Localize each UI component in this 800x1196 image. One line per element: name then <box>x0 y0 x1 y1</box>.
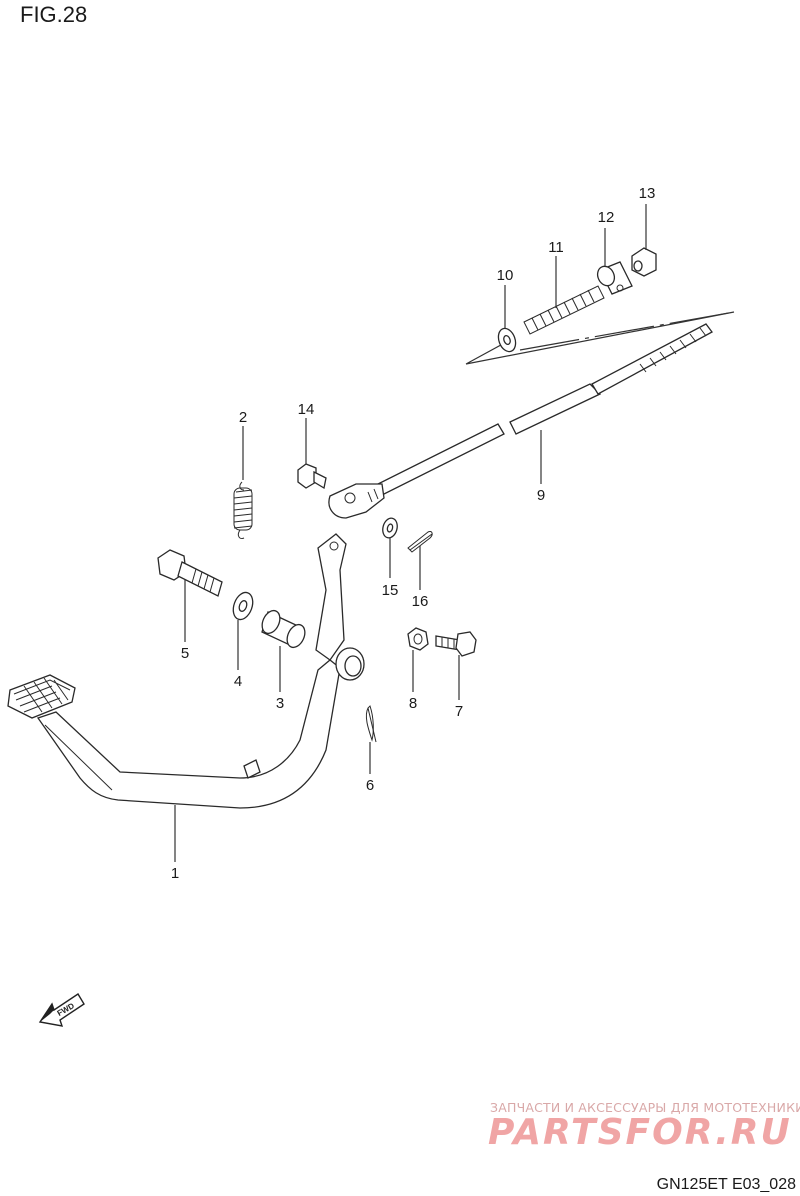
forward-arrow-icon: FWD <box>38 993 85 1027</box>
part-7-bolt[interactable] <box>435 631 477 657</box>
watermark-logo: PARTSFOR.RU <box>488 1112 792 1153</box>
part-label-6: 6 <box>366 777 374 794</box>
part-13-adjusting-nut[interactable] <box>631 247 657 277</box>
part-9-brake-rod[interactable] <box>328 323 713 519</box>
leader-lines <box>174 204 647 862</box>
part-label-8: 8 <box>409 695 417 712</box>
part-6-cotter-pin[interactable] <box>365 705 377 743</box>
model-code: GN125ET E03_028 <box>656 1176 796 1193</box>
watermark-tagline: ЗАПЧАСТИ И АКСЕССУАРЫ ДЛЯ МОТОТЕХНИКИ <box>490 1100 800 1115</box>
part-3-bushing[interactable] <box>259 608 309 651</box>
part-15-washer[interactable] <box>381 517 400 540</box>
part-8-nut[interactable] <box>407 627 429 651</box>
part-label-7: 7 <box>455 703 463 720</box>
part-11-spring[interactable] <box>523 285 605 335</box>
part-label-15: 15 <box>382 582 399 599</box>
part-2-return-spring[interactable] <box>233 481 253 539</box>
part-labels: 1 2 3 4 5 6 7 8 9 10 11 12 13 14 15 16 <box>171 185 656 882</box>
part-label-5: 5 <box>181 645 189 662</box>
part-16-cotter-pin[interactable] <box>407 531 433 553</box>
part-label-13: 13 <box>639 185 656 202</box>
figure-label: FIG.28 <box>20 2 88 27</box>
part-label-14: 14 <box>298 401 315 418</box>
part-14-clevis-pin[interactable] <box>297 463 327 490</box>
part-label-2: 2 <box>239 409 247 426</box>
part-4-washer[interactable] <box>230 590 256 622</box>
part-label-9: 9 <box>537 487 545 504</box>
part-label-10: 10 <box>497 267 514 284</box>
part-label-11: 11 <box>548 239 564 256</box>
part-label-3: 3 <box>276 695 284 712</box>
part-10-washer[interactable] <box>495 326 518 354</box>
part-label-16: 16 <box>412 593 429 610</box>
part-1-brake-pedal[interactable] <box>7 533 365 809</box>
part-label-1: 1 <box>171 865 179 882</box>
part-label-12: 12 <box>598 209 615 226</box>
part-label-4: 4 <box>234 673 242 690</box>
part-5-pivot-bolt[interactable] <box>157 549 223 597</box>
part-12-joint-pin[interactable] <box>595 261 633 295</box>
